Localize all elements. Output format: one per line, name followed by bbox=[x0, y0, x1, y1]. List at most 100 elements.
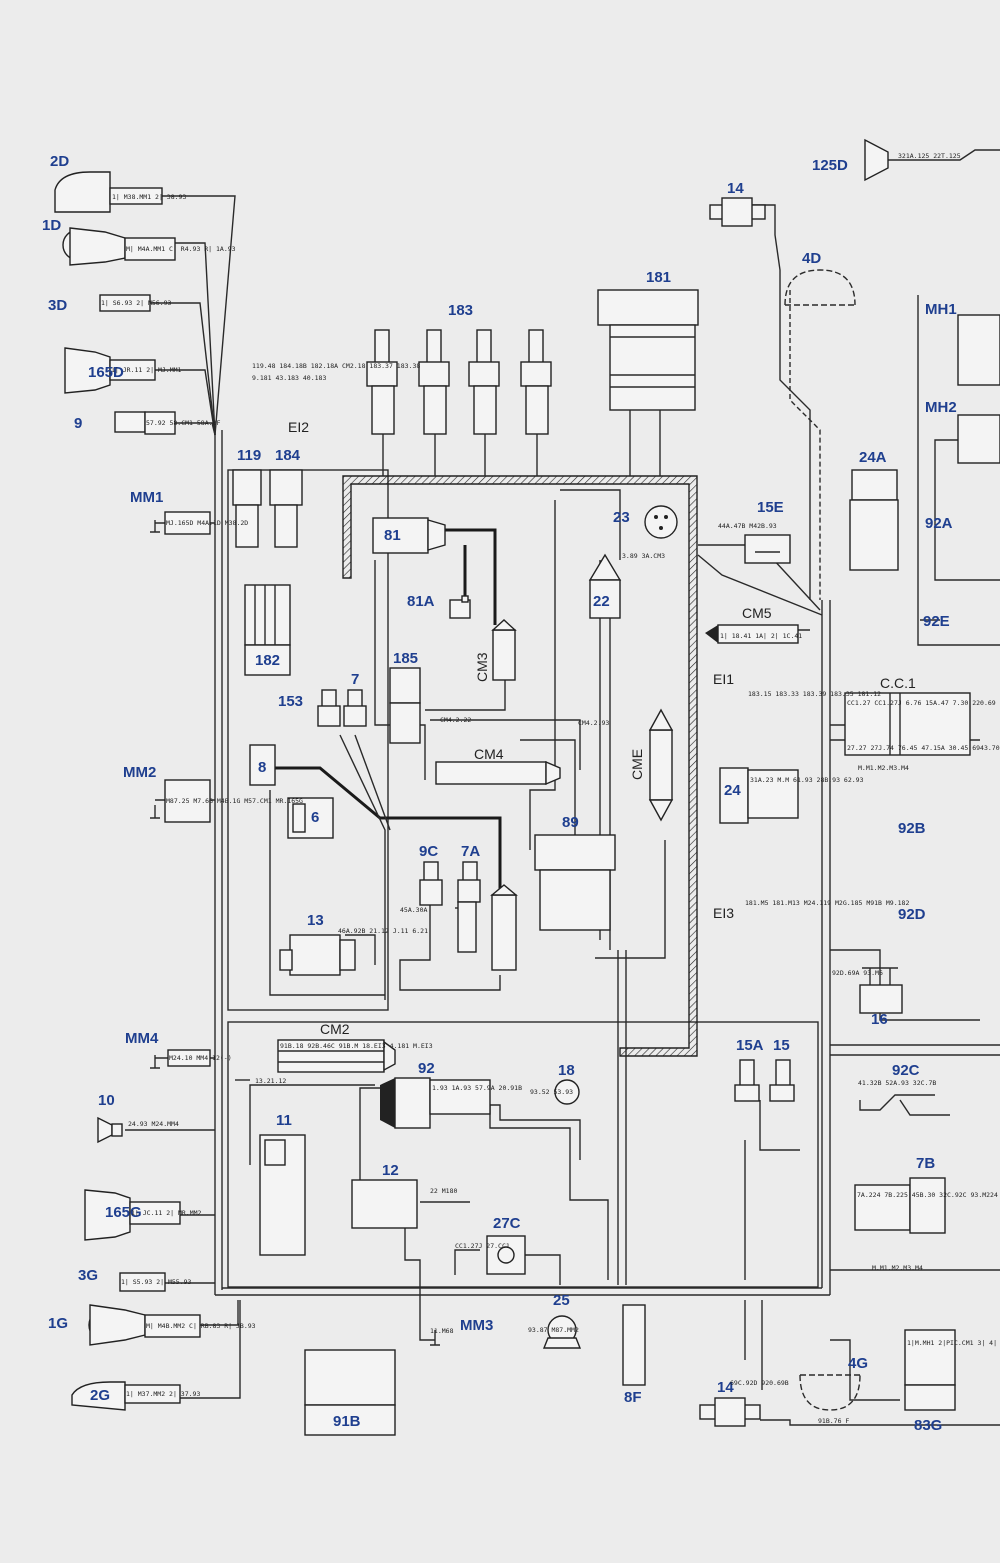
connector-181 bbox=[597, 289, 699, 476]
label-153: 153 bbox=[278, 693, 303, 710]
code-14: 69C.92D 920.69B bbox=[730, 1379, 789, 1387]
ground-MM1 bbox=[150, 511, 211, 535]
connector-81A bbox=[449, 595, 471, 619]
label-15: 15 bbox=[773, 1037, 790, 1054]
ground-MM3 bbox=[430, 1330, 440, 1346]
label-1D: 1D bbox=[42, 217, 61, 234]
marker-labels: EI1 EI2 EI3 CM2 CM3 CM4 CM5 CME C.C.1 bbox=[288, 419, 916, 1037]
label-4G: 4G bbox=[848, 1355, 868, 1372]
label-92C: 92C bbox=[892, 1062, 920, 1079]
label-MH1: MH1 bbox=[925, 301, 957, 318]
horn-10 bbox=[97, 1116, 123, 1144]
label-7B: 7B bbox=[916, 1155, 935, 1172]
label-92E: 92E bbox=[923, 613, 950, 630]
code-CM2: 91B.18 92B.46C 91B.M 18.EI3 4.181 M.EI3 bbox=[280, 1042, 433, 1050]
code-25: 93.87 M87.MM2 bbox=[528, 1326, 579, 1334]
marker-CME: CME bbox=[629, 749, 645, 780]
connector-3D bbox=[99, 294, 151, 312]
switch-9 bbox=[114, 411, 176, 435]
code-18: 93.52 53.93 bbox=[530, 1088, 573, 1096]
code-16: 92D.69A 93.M6 bbox=[832, 969, 883, 977]
label-MH2: MH2 bbox=[925, 399, 957, 416]
marker-CM3: CM3 bbox=[474, 652, 490, 682]
marker-EI2: EI2 bbox=[288, 419, 309, 435]
bulbs-153-7 bbox=[317, 689, 367, 727]
relay-24A bbox=[849, 469, 899, 571]
code-EI3: 181.M5 181.M13 M24.119 M2G.185 M91B M9.1… bbox=[745, 899, 909, 907]
ground-MM2 bbox=[150, 779, 211, 823]
label-14-top: 14 bbox=[727, 180, 744, 197]
code-CM4: CM4.2.22 bbox=[440, 716, 471, 724]
label-92A: 92A bbox=[925, 515, 953, 532]
connector-83G bbox=[904, 1329, 956, 1411]
code-22: 3.89 3A.CM3 bbox=[622, 552, 665, 560]
label-16: 16 bbox=[871, 1011, 888, 1028]
label-MM1: MM1 bbox=[130, 489, 163, 506]
connector-91B bbox=[304, 1349, 396, 1436]
label-91B: 91B bbox=[333, 1413, 361, 1430]
code-92: 1.93 1A.93 57.9A 20.91B bbox=[432, 1084, 522, 1092]
code-EI1: 183.15 183.33 183.39 183.35 181.12 bbox=[748, 690, 881, 698]
module-89 bbox=[534, 834, 616, 931]
label-183: 183 bbox=[448, 302, 473, 319]
code-4G: 91B.76 F bbox=[818, 1417, 849, 1425]
connector-CM4 bbox=[435, 760, 561, 786]
code-CC1: CC1.27 CC1.27J 6.76 15A.47 7.30 220.69 bbox=[847, 699, 996, 707]
label-83G: 83G bbox=[914, 1417, 942, 1434]
code-3D: 1| S6.93 2| M56.93 bbox=[101, 299, 172, 307]
label-13: 13 bbox=[307, 912, 324, 929]
marker-EI1: EI1 bbox=[713, 671, 734, 687]
code-83G: 1|M.MH1 2|PIC.CM1 3| 4| 5|20C.CM4 6|20F.… bbox=[907, 1339, 1000, 1347]
label-9C: 9C bbox=[419, 843, 438, 860]
code-M-line: M.M1.M2.M3.M4 bbox=[858, 764, 909, 772]
main-harness bbox=[214, 430, 1000, 1296]
label-23: 23 bbox=[613, 509, 630, 526]
label-2D: 2D bbox=[50, 153, 69, 170]
code-1G: M| M4B.MM2 C| RB.83 R| JB.93 bbox=[146, 1322, 256, 1330]
sensor-23 bbox=[644, 505, 678, 539]
code-2G: 1| M37.MM2 2| 37.93 bbox=[126, 1390, 200, 1398]
connector-CM5 bbox=[705, 624, 799, 644]
connector-CM3 bbox=[491, 619, 517, 681]
lamp-165G bbox=[84, 1189, 181, 1241]
label-92: 92 bbox=[418, 1060, 435, 1077]
label-182: 182 bbox=[255, 652, 280, 669]
label-10: 10 bbox=[98, 1092, 115, 1109]
sensor-16 bbox=[859, 967, 903, 1014]
lamp-4G bbox=[799, 1374, 861, 1411]
label-9: 9 bbox=[74, 415, 82, 432]
battery-12 bbox=[351, 1179, 418, 1229]
pump-25 bbox=[542, 1315, 582, 1349]
connector-24 bbox=[719, 767, 799, 824]
code-45A: 45A.30A bbox=[400, 906, 427, 914]
label-11: 11 bbox=[276, 1112, 292, 1129]
fuse-14-bottom bbox=[699, 1397, 761, 1427]
label-4D: 4D bbox=[802, 250, 821, 267]
code-92C: 41.32B 52A.93 32C.7B bbox=[858, 1079, 936, 1087]
code-7B: 7A.224 7B.225 45B.30 32C.92C 93.M224 bbox=[857, 1191, 998, 1199]
connector-MH1 bbox=[957, 314, 1000, 386]
bulbs-15A-15 bbox=[734, 1059, 795, 1102]
marker-CC1: C.C.1 bbox=[880, 675, 916, 691]
code-EI2-list: 119.48 184.18B 182.18A CM2.18 183.37 183… bbox=[252, 362, 420, 370]
connector-92 bbox=[380, 1077, 491, 1129]
label-92D: 92D bbox=[898, 906, 926, 923]
connector-182 bbox=[244, 584, 291, 676]
bulb-7A bbox=[457, 861, 481, 953]
relay-27C bbox=[486, 1235, 526, 1275]
label-7: 7 bbox=[351, 671, 359, 688]
ground-MM4 bbox=[150, 1049, 211, 1069]
code-MM4: M24.10 MM4.12(-) bbox=[169, 1054, 232, 1062]
label-27C: 27C bbox=[493, 1215, 521, 1232]
label-3G: 3G bbox=[78, 1267, 98, 1284]
sensor-15E bbox=[744, 534, 791, 564]
code-2D: 1| M38.MM1 2| 38.93 bbox=[112, 193, 186, 201]
label-12: 12 bbox=[382, 1162, 399, 1179]
code-CM5: 1| 18.41 1A| 2| 1C.41 bbox=[720, 632, 802, 640]
code-13: 46A.92B 21.12 J.11 6.21 bbox=[338, 927, 428, 935]
label-18: 18 bbox=[558, 1062, 575, 1079]
connector-8F bbox=[622, 1304, 646, 1386]
label-7A: 7A bbox=[461, 843, 480, 860]
code-EI2-list2: 9.181 43.183 40.183 bbox=[252, 374, 326, 382]
